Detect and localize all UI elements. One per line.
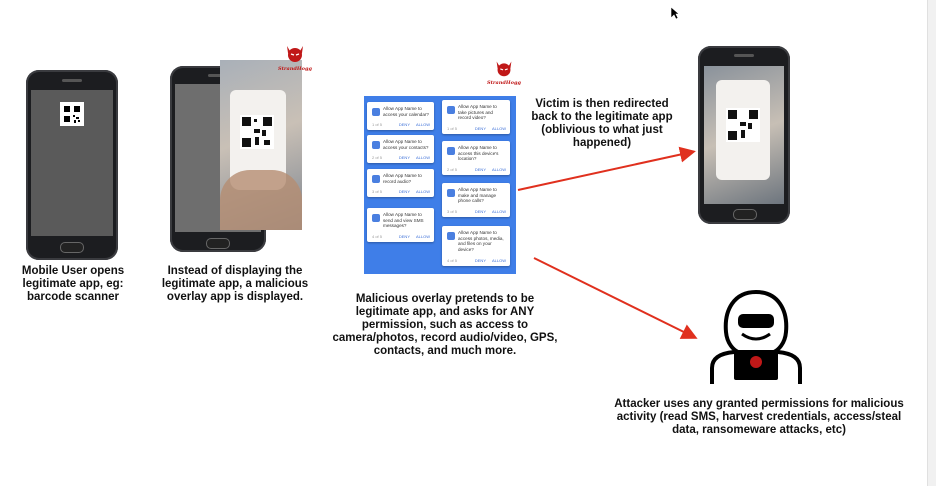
allow-button[interactable]: ALLOW (491, 126, 506, 131)
strandhogg-logo-text: StrandHogg (487, 80, 521, 86)
permission-dialog[interactable]: Allow App Name to access this device's l… (442, 141, 510, 175)
strandhogg-logo-text: StrandHogg (278, 66, 312, 72)
dialog-text: Allow App Name to access your calendar? (383, 106, 429, 117)
hacker-icon (704, 288, 808, 386)
dialog-count: 2 of 5 (447, 167, 458, 172)
permission-dialog[interactable]: Allow App Name to take pictures and reco… (442, 100, 510, 134)
dialog-count: 2 of 5 (372, 155, 383, 160)
dialog-text: Allow App Name to make and manage phone … (458, 187, 497, 204)
camera-icon (447, 106, 455, 114)
dialog-footer: 2 of 5 DENY ALLOW (372, 155, 430, 160)
dialog-footer: 1 of 5 DENY ALLOW (447, 126, 506, 131)
dialog-count: 3 of 5 (447, 209, 458, 214)
home-button (206, 238, 230, 249)
phone-victim-redirected (698, 46, 790, 224)
dialog-footer: 4 of 5 DENY ALLOW (372, 234, 430, 239)
home-button (733, 209, 757, 220)
vertical-scrollbar[interactable] (927, 0, 936, 486)
caption-step4: Victim is then redirected back to the le… (531, 98, 673, 149)
dialog-footer: 3 of 5 DENY ALLOW (372, 189, 430, 194)
phone-call-icon (447, 189, 455, 197)
deny-button[interactable]: DENY (474, 209, 486, 214)
dialog-footer: 3 of 5 DENY ALLOW (447, 209, 506, 214)
permission-dialog[interactable]: Allow App Name to make and manage phone … (442, 183, 510, 217)
phone-earpiece (734, 54, 754, 57)
caption-step1: Mobile User opens legitimate app, eg: ba… (21, 265, 125, 303)
phone-legit-app (26, 70, 118, 260)
dialog-count: 3 of 5 (372, 189, 383, 194)
deny-button[interactable]: DENY (398, 234, 410, 239)
dialog-text: Allow App Name to access your contacts? (383, 139, 429, 150)
dialog-text: Allow App Name to take pictures and reco… (458, 104, 497, 121)
arrow-to-victim (517, 146, 696, 191)
caption-step2: Instead of displaying the legitimate app… (161, 265, 309, 303)
caption-step5: Attacker uses any granted permissions fo… (614, 398, 904, 436)
qr-code-icon (240, 115, 274, 149)
microphone-icon (372, 175, 380, 183)
dialog-footer: 2 of 5 DENY ALLOW (447, 167, 506, 172)
qr-code-icon (726, 108, 760, 142)
dialog-count: 4 of 5 (372, 234, 383, 239)
dialog-text: Allow App Name to access photos, media, … (458, 230, 504, 252)
deny-button[interactable]: DENY (474, 167, 486, 172)
deny-button[interactable]: DENY (398, 189, 410, 194)
allow-button[interactable]: ALLOW (491, 209, 506, 214)
home-button (60, 242, 84, 253)
overlay-qr-cup-image (220, 60, 302, 230)
deny-button[interactable]: DENY (474, 258, 486, 263)
dialog-text: Allow App Name to access this device's l… (458, 145, 499, 162)
allow-button[interactable]: ALLOW (491, 258, 506, 263)
dialog-count: 4 of 5 (447, 258, 458, 263)
permission-dialog[interactable]: Allow App Name to send and view SMS mess… (367, 208, 434, 242)
barcode-scanner-icon (60, 102, 84, 126)
permission-dialog[interactable]: Allow App Name to access your calendar? … (367, 102, 434, 130)
calendar-icon (372, 108, 380, 116)
permission-dialog[interactable]: Allow App Name to access your contacts? … (367, 135, 434, 163)
phone-screen (31, 90, 113, 236)
phone-screen (704, 66, 784, 204)
dialog-text: Allow App Name to send and view SMS mess… (383, 212, 424, 229)
phone-earpiece (208, 74, 228, 77)
permission-dialog[interactable]: Allow App Name to record audio? 3 of 5 DE… (367, 169, 434, 197)
dialog-count: 1 of 5 (447, 126, 458, 131)
strandhogg-logo: StrandHogg (278, 40, 312, 74)
allow-button[interactable]: ALLOW (415, 234, 430, 239)
contacts-icon (372, 141, 380, 149)
caption-step3: Malicious overlay pretends to be legitim… (332, 293, 558, 357)
mouse-cursor-icon (670, 6, 680, 20)
deny-button[interactable]: DENY (398, 155, 410, 160)
deny-button[interactable]: DENY (398, 122, 410, 127)
dialog-footer: 1 of 5 DENY ALLOW (372, 122, 430, 127)
strandhogg-logo: StrandHogg (487, 56, 521, 90)
arrow-to-attacker (533, 257, 698, 339)
allow-button[interactable]: ALLOW (415, 122, 430, 127)
phone-earpiece (62, 79, 82, 82)
allow-button[interactable]: ALLOW (491, 167, 506, 172)
dialog-count: 1 of 5 (372, 122, 383, 127)
hand (220, 170, 302, 230)
permission-dialogs-panel: Allow App Name to access your calendar? … (364, 96, 516, 274)
sms-icon (372, 214, 380, 222)
deny-button[interactable]: DENY (474, 126, 486, 131)
dialog-footer: 4 of 5 DENY ALLOW (447, 258, 506, 263)
permission-dialog[interactable]: Allow App Name to access photos, media, … (442, 226, 510, 266)
folder-icon (447, 232, 455, 240)
location-icon (447, 147, 455, 155)
allow-button[interactable]: ALLOW (415, 189, 430, 194)
allow-button[interactable]: ALLOW (415, 155, 430, 160)
dialog-text: Allow App Name to record audio? (383, 173, 422, 184)
